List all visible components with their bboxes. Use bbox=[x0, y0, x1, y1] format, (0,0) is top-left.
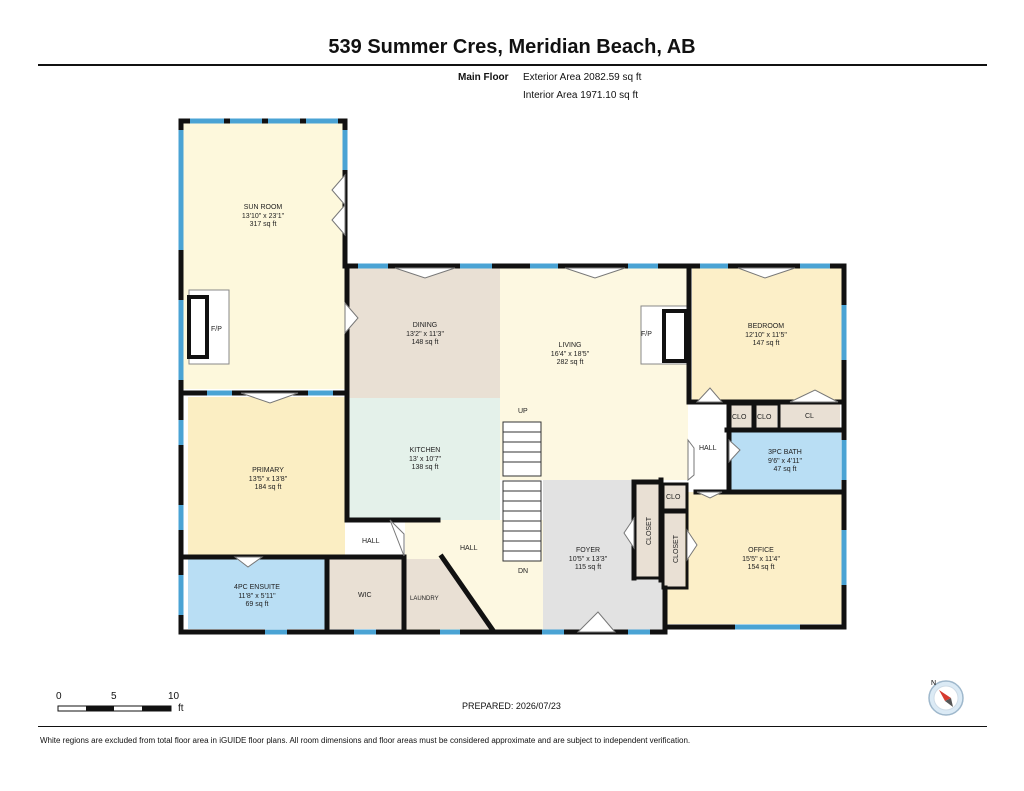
dining-name: DINING bbox=[413, 322, 438, 329]
living-name: LIVING bbox=[559, 342, 582, 349]
windows bbox=[178, 118, 847, 635]
hall-label-2: HALL bbox=[460, 545, 478, 552]
prepared-date: PREPARED: 2026/07/23 bbox=[462, 701, 561, 711]
laundry-label: LAUNDRY bbox=[410, 596, 439, 602]
living-area: 282 sq ft bbox=[557, 359, 584, 366]
stairs bbox=[502, 421, 542, 562]
ensuite-name: 4PC ENSUITE bbox=[234, 584, 280, 591]
doors bbox=[233, 173, 839, 633]
floor-label: Main Floor bbox=[458, 72, 509, 83]
clo-label-3: CLO bbox=[666, 494, 681, 501]
office-name: OFFICE bbox=[748, 547, 774, 554]
kitchen-dims: 13' x 10'7" bbox=[409, 456, 442, 463]
ensuite-fill bbox=[188, 559, 325, 629]
compass-n-label: N bbox=[931, 680, 936, 687]
dining-dims: 13'2" x 11'3" bbox=[406, 331, 444, 338]
disclaimer-text: White regions are excluded from total fl… bbox=[40, 736, 691, 745]
bedroom-name: BEDROOM bbox=[748, 323, 784, 330]
ensuite-area: 69 sq ft bbox=[246, 601, 269, 608]
primary-area: 184 sq ft bbox=[255, 484, 282, 491]
primary-fill bbox=[188, 397, 345, 555]
bath3-dims: 9'6" x 4'11" bbox=[768, 458, 802, 465]
office-area: 154 sq ft bbox=[748, 564, 775, 571]
dn-label: DN bbox=[518, 568, 528, 575]
compass-icon: N bbox=[928, 680, 964, 716]
clo-label-2: CLO bbox=[757, 414, 772, 421]
clo1-fill bbox=[730, 404, 752, 428]
clo2-fill bbox=[755, 404, 777, 428]
sun-room-name: SUN ROOM bbox=[244, 204, 283, 211]
scale-zero: 0 bbox=[56, 691, 62, 702]
up-label: UP bbox=[518, 408, 528, 415]
foyer-area: 115 sq ft bbox=[575, 564, 601, 571]
exterior-area: Exterior Area 2082.59 sq ft bbox=[523, 72, 642, 83]
closet-label-2: CLOSET bbox=[673, 534, 680, 563]
primary-name: PRIMARY bbox=[252, 467, 284, 474]
clo3-fill bbox=[663, 484, 687, 510]
bath3-name: 3PC BATH bbox=[768, 449, 802, 456]
hall-label-1: HALL bbox=[362, 538, 380, 545]
kitchen-area: 138 sq ft bbox=[412, 464, 439, 471]
foyer-dims: 10'5" x 13'3" bbox=[569, 556, 608, 563]
dining-area: 148 sq ft bbox=[412, 339, 439, 346]
closet2-fill bbox=[663, 512, 685, 588]
interior-area: Interior Area 1971.10 sq ft bbox=[523, 90, 639, 101]
dining-fill bbox=[349, 268, 500, 398]
header-divider bbox=[38, 64, 987, 66]
sun-room-dims: 13'10" x 23'1" bbox=[242, 213, 285, 220]
bath3-area: 47 sq ft bbox=[774, 466, 797, 473]
kitchen-name: KITCHEN bbox=[410, 447, 441, 454]
kitchen-fill bbox=[349, 398, 500, 520]
bedroom-fill bbox=[692, 268, 842, 401]
living-dims: 16'4" x 18'5" bbox=[551, 351, 590, 358]
fp-sunroom-label: F/P bbox=[211, 326, 222, 333]
clo-label-1: CLO bbox=[732, 414, 747, 421]
footer-divider bbox=[38, 726, 987, 727]
bath3-fill bbox=[731, 432, 841, 490]
bedroom-dims: 12'10" x 11'5" bbox=[745, 332, 787, 339]
cl-fill bbox=[780, 404, 840, 428]
laundry-fill bbox=[405, 559, 492, 629]
primary-dims: 13'5" x 13'8" bbox=[249, 476, 288, 483]
scale-bar bbox=[57, 705, 172, 712]
page-title: 539 Summer Cres, Meridian Beach, AB bbox=[328, 36, 696, 58]
sun-room-area: 317 sq ft bbox=[250, 221, 277, 228]
closet-label-1: CLOSET bbox=[646, 516, 653, 545]
office-dims: 15'5" x 11'4" bbox=[742, 556, 780, 563]
closet-fill bbox=[635, 482, 661, 577]
wic-fill bbox=[329, 559, 402, 629]
foyer-name: FOYER bbox=[576, 547, 600, 554]
hall-label-3: HALL bbox=[699, 445, 717, 452]
scale-ten: 10 bbox=[168, 691, 180, 702]
scale-five: 5 bbox=[111, 691, 117, 702]
scale-unit: ft bbox=[178, 703, 184, 714]
office-fill bbox=[664, 492, 842, 624]
fp-living-label: F/P bbox=[641, 331, 652, 338]
wic-label: WIC bbox=[358, 592, 372, 599]
ensuite-dims: 11'8" x 5'11" bbox=[238, 593, 276, 600]
cl-label: CL bbox=[805, 413, 814, 420]
bedroom-area: 147 sq ft bbox=[753, 340, 780, 347]
